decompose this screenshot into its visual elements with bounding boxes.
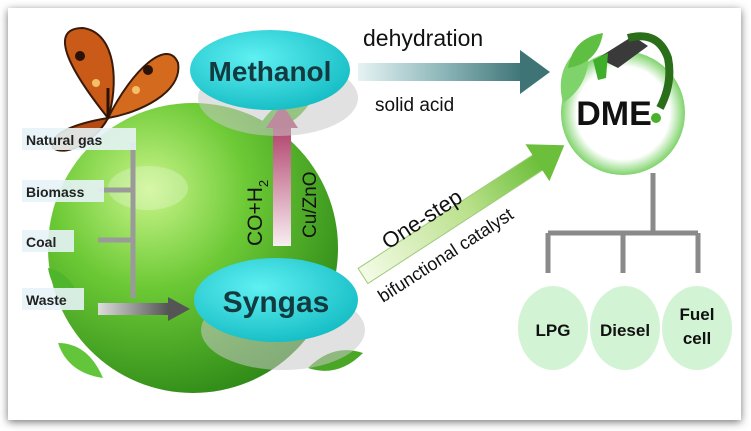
reactants-label: CO+H2 <box>244 180 271 246</box>
feedstock-natural-gas: Natural gas <box>26 132 102 148</box>
methanol-node: Methanol <box>190 30 358 136</box>
reactants-text: CO+H <box>244 187 267 246</box>
dehydration-label: dehydration <box>363 25 483 51</box>
diagram-frame: Natural gas Biomass Coal Waste CO+H2 Cu/… <box>8 8 741 420</box>
dme-node: DME <box>560 33 685 175</box>
waste-arrow <box>98 297 190 321</box>
product-connectors <box>545 173 701 273</box>
catalyst-cuzno-label: Cu/ZnO <box>300 171 321 238</box>
product-lpg: LPG <box>518 286 588 370</box>
dme-process-diagram: Natural gas Biomass Coal Waste CO+H2 Cu/… <box>22 25 732 393</box>
solid-acid-label: solid acid <box>375 95 454 116</box>
feedstock-coal: Coal <box>26 234 56 250</box>
syngas-label: Syngas <box>223 286 330 319</box>
syngas-node: Syngas <box>194 258 365 370</box>
dehydration-arrow <box>358 50 550 94</box>
feedstock-labels: Natural gas Biomass Coal Waste <box>22 128 136 310</box>
product-diesel-label: Diesel <box>600 321 650 340</box>
product-fuel-cell-line2: cell <box>683 329 711 348</box>
dme-label: DME <box>576 95 652 133</box>
product-fuel-cell-line1: Fuel <box>680 305 715 324</box>
product-diesel: Diesel <box>590 286 660 370</box>
one-step-arrow <box>357 144 565 285</box>
reactants-subscript: 2 <box>256 180 271 187</box>
product-fuel-cell: Fuel cell <box>662 286 732 370</box>
product-lpg-label: LPG <box>536 321 571 340</box>
fuel-nozzle-icon <box>593 32 674 123</box>
feedstock-waste: Waste <box>26 292 67 308</box>
methanol-label: Methanol <box>209 56 332 87</box>
feedstock-biomass: Biomass <box>26 184 85 200</box>
